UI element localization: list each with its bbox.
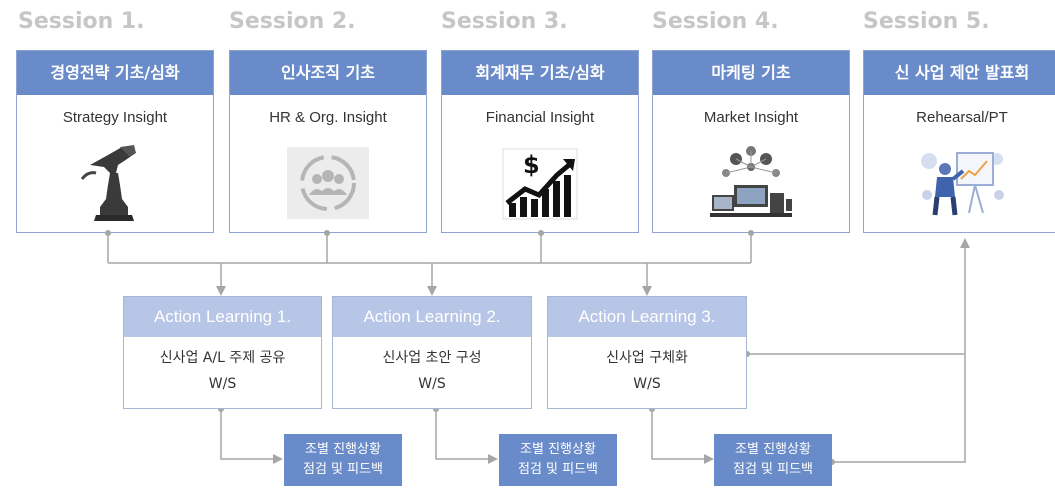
action-learning-1-body: 신사업 A/L 주제 공유 W/S (124, 345, 321, 397)
action-learning-2-header: Action Learning 2. (333, 297, 531, 337)
action-learning-3-line1: 신사업 구체화 (606, 350, 688, 366)
session-5-subtitle: Rehearsal/PT (916, 109, 1008, 126)
action-learning-3-line2: W/S (633, 376, 661, 392)
feedback-3-line1: 조별 진행상황 (735, 442, 811, 457)
session-4-header: 마케팅 기초 (653, 51, 849, 95)
session-4-card: 마케팅 기초 Market Insight (652, 50, 850, 233)
action-learning-2-card: Action Learning 2. 신사업 초안 구성 W/S (332, 296, 532, 409)
session-5-title: Session 5. (863, 9, 990, 34)
action-learning-2-body: 신사업 초안 구성 W/S (333, 345, 531, 397)
feedback-1-line2: 점검 및 피드백 (302, 462, 384, 477)
action-learning-1-line2: W/S (208, 376, 237, 392)
action-learning-2-line2: W/S (418, 376, 446, 392)
feedback-3-box: 조별 진행상황 점검 및 피드백 (714, 434, 832, 486)
chess-hand-icon (80, 145, 136, 221)
session-2-card: 인사조직 기초 HR & Org. Insight (229, 50, 427, 233)
svg-text:$: $ (523, 151, 540, 179)
session-5-header: 신 사업 제안 발표회 (864, 51, 1055, 95)
action-learning-3-body: 신사업 구체화 W/S (548, 345, 746, 397)
session-3-card: 회계재무 기초/심화 Financial Insight $ (441, 50, 639, 233)
action-learning-1-header: Action Learning 1. (124, 297, 321, 337)
session-4-title: Session 4. (652, 9, 779, 34)
session-2-subtitle: HR & Org. Insight (269, 109, 387, 126)
action-learning-3-header: Action Learning 3. (548, 297, 746, 337)
action-learning-1-card: Action Learning 1. 신사업 A/L 주제 공유 W/S (123, 296, 322, 409)
dollar-growth-chart-icon: $ (502, 148, 578, 220)
feedback-2-line2: 점검 및 피드백 (517, 462, 599, 477)
session-5-card: 신 사업 제안 발표회 Rehearsal/PT (863, 50, 1055, 233)
presentation-icon (921, 152, 1004, 216)
people-cycle-icon (287, 147, 369, 219)
feedback-3-line2: 점검 및 피드백 (732, 462, 814, 477)
session-1-title: Session 1. (18, 9, 145, 34)
feedback-2-line1: 조별 진행상황 (520, 442, 596, 457)
session-1-card: 경영전략 기초/심화 Strategy Insight (16, 50, 214, 233)
session-3-header: 회계재무 기초/심화 (442, 51, 638, 95)
action-learning-2-line1: 신사업 초안 구성 (382, 350, 482, 366)
session-4-subtitle: Market Insight (703, 109, 799, 126)
session-3-subtitle: Financial Insight (485, 109, 595, 126)
session-2-header: 인사조직 기초 (230, 51, 426, 95)
session-1-subtitle: Strategy Insight (62, 109, 168, 126)
action-learning-3-card: Action Learning 3. 신사업 구체화 W/S (547, 296, 747, 409)
feedback-1-line1: 조별 진행상황 (305, 442, 381, 457)
market-devices-icon (710, 146, 792, 217)
action-learning-1-line1: 신사업 A/L 주제 공유 (159, 350, 286, 366)
feedback-2-box: 조별 진행상황 점검 및 피드백 (499, 434, 617, 486)
session-2-title: Session 2. (229, 9, 356, 34)
session-3-title: Session 3. (441, 9, 568, 34)
session-1-header: 경영전략 기초/심화 (17, 51, 213, 95)
feedback-1-box: 조별 진행상황 점검 및 피드백 (284, 434, 402, 486)
